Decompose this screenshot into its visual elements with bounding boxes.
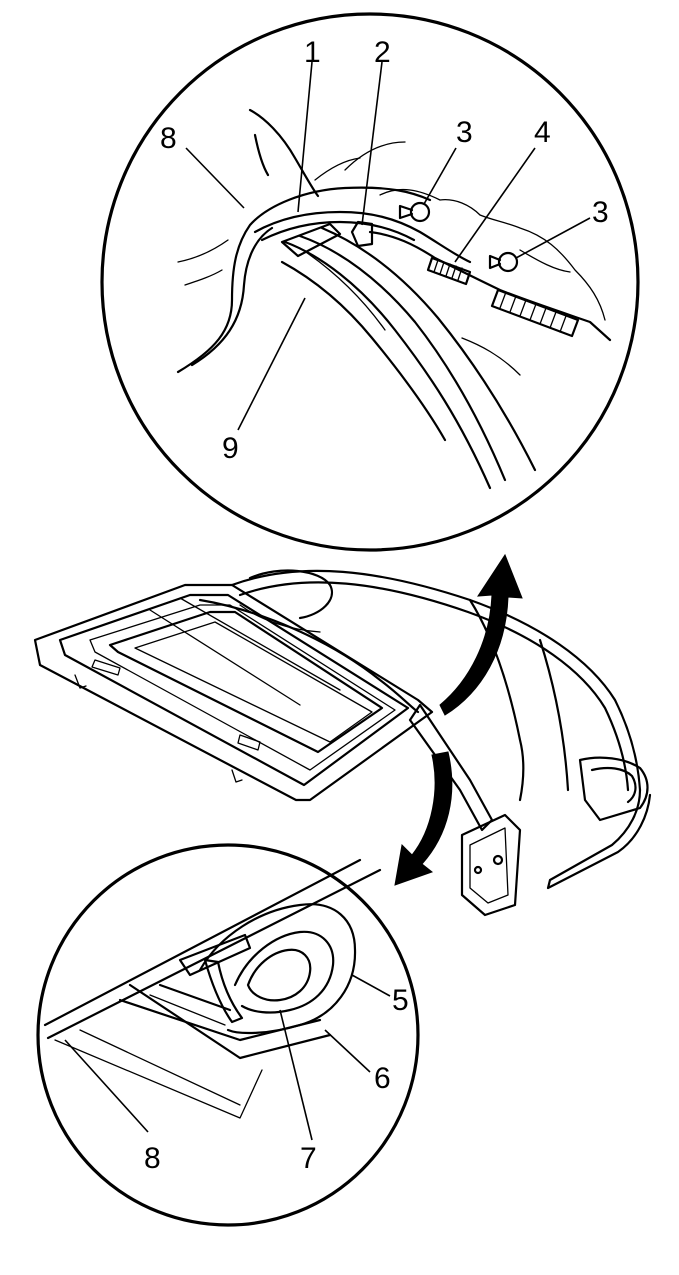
leader-8b [64,1039,149,1133]
retainer-channel-2 [128,983,332,1060]
lower-detail-circle [36,843,420,1227]
leader-9 [237,297,306,431]
leader-4 [454,147,536,263]
callout-2: 2 [374,36,391,69]
cross-member-3 [239,604,321,633]
leader-2 [361,61,383,226]
bracket-line [54,1039,263,1119]
screw-fastener-left [398,201,431,223]
hinge-bracket-detail [469,827,509,904]
roof-panel-edge-2 [46,868,382,1040]
retainer-channel [118,998,322,1042]
leader-3a [423,147,457,205]
cable-spring-2 [490,288,580,338]
roof-bow-rail-edge [298,234,507,482]
front-bow-arc [248,569,333,620]
front-seal-strip [546,788,652,890]
arrow-to-lower-detail [394,751,453,886]
roof-bow-rail-edge-3 [280,260,447,442]
arrow-to-upper-detail [439,553,523,716]
upper-body-curve-3 [344,141,406,171]
body-panel-inner [190,226,274,367]
frame-detail-2 [237,734,261,751]
screw-fastener-right [488,251,519,273]
frame-foot-2 [231,769,243,783]
leader-1 [297,61,313,213]
rear-header-inner [58,593,410,787]
bracket-line-2 [79,1029,241,1106]
callout-7: 7 [300,1142,317,1175]
side-rail [230,569,642,792]
upper-body-curve-2 [253,133,270,177]
callout-6: 6 [374,1062,391,1095]
retainer-channel-3 [158,983,232,1012]
leader-3b [515,217,591,259]
seal-hollow [246,948,312,1002]
seal-bulb-inner [233,930,335,1014]
tension-cable [368,230,612,342]
retainer-clip [350,220,374,248]
weatherstrip-seal [253,210,472,264]
front-header-inner [590,766,637,804]
channel-lip [149,994,226,1026]
callout-9: 9 [222,432,239,465]
cross-member-1 [149,609,301,706]
leader-8a [185,147,245,209]
bow-end-cap [280,222,342,258]
callout-1: 1 [304,36,321,69]
body-contour [461,337,521,376]
leader-6 [324,1029,371,1073]
callout-4: 4 [534,116,551,149]
center-bow [198,598,420,714]
front-header [578,756,649,822]
frame-detail [91,659,121,676]
callout-3a: 3 [456,116,473,149]
leader-5 [351,974,391,997]
weatherstrip-seal-inner [260,220,416,242]
upper-body-curve [248,108,320,198]
lower-detail-view: 5 6 7 8 [36,843,420,1227]
rear-header-outline [33,583,434,802]
roof-bow-inner [299,247,386,331]
rear-window-inner [134,621,373,743]
callout-5: 5 [392,984,409,1017]
upper-detail-circle [100,12,640,552]
frame-foot [74,674,87,689]
seal-flange [178,933,252,977]
callout-3b: 3 [592,196,609,229]
trim-edge [177,239,229,263]
body-panel-outline [176,186,432,374]
rear-header-detail [89,604,396,771]
callout-8b: 8 [144,1142,161,1175]
cable-spring [426,256,472,286]
upper-body-curve-4 [314,157,361,181]
hinge-link [408,703,494,832]
seal-retainer [203,958,244,1024]
callout-8a: 8 [160,122,177,155]
upper-detail-view: 1 2 3 4 3 8 9 [100,12,640,552]
convertible-top-frame [33,569,652,917]
roof-bow-rail-edge-2 [320,226,537,472]
hinge-pivot [492,854,504,866]
forward-bow-2 [538,638,570,792]
rear-window-opening [108,610,384,754]
roof-panel-edge [43,858,362,1027]
cross-member-2 [179,597,341,691]
hinge-bracket [460,813,522,917]
trim-edge-2 [184,269,223,286]
wiring-harness [379,188,606,321]
body-contour-2 [519,249,571,273]
roof-bow-rail [283,240,492,490]
leader-7 [279,1009,313,1141]
hinge-pivot-2 [473,865,483,875]
